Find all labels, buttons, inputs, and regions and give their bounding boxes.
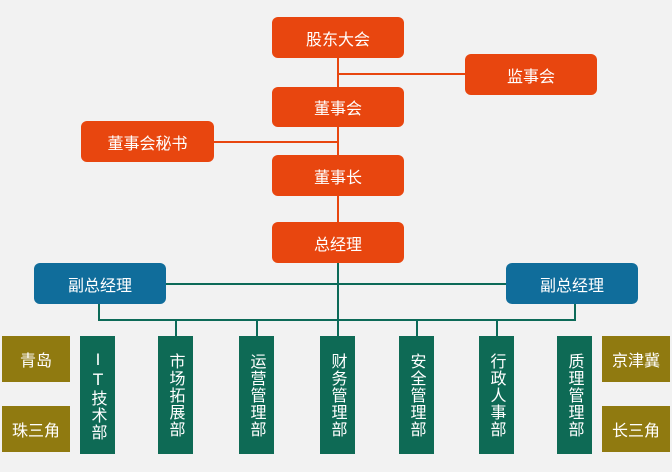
department-quality-label: 质理管理部 [565, 352, 585, 438]
region-yangtze-delta-label: 长三角 [611, 421, 660, 440]
board-box: 董事会 [272, 87, 404, 127]
department-safety: 安全管理部 [399, 336, 434, 454]
chairman-label: 董事长 [313, 167, 362, 187]
vice-president-left-box: 副总经理 [34, 263, 166, 304]
connector-chairman-gm [337, 195, 339, 223]
department-admin-hr: 行政人事部 [479, 336, 514, 454]
connector-supervisors [338, 73, 466, 75]
department-market: 市场拓展部 [158, 336, 193, 454]
connector-shareholders-board [337, 57, 339, 87]
department-it: IT技术部 [80, 336, 115, 454]
region-qingdao: 青岛 [2, 336, 70, 382]
department-operations: 运营管理部 [239, 336, 274, 454]
region-yangtze-delta: 长三角 [602, 406, 670, 452]
connector-gm-down [337, 262, 339, 320]
supervisors-box: 监事会 [465, 54, 597, 95]
department-finance-label: 财务管理部 [328, 352, 348, 438]
connector-dept-6 [496, 320, 498, 337]
vice-president-right-label: 副总经理 [539, 275, 604, 295]
connector-board-chairman [337, 126, 339, 156]
vice-president-left-label: 副总经理 [67, 275, 132, 295]
connector-vp-left-down [98, 303, 100, 320]
department-quality: 质理管理部 [557, 336, 592, 454]
connector-dept-5 [416, 320, 418, 337]
region-qingdao-label: 青岛 [19, 351, 52, 370]
supervisors-label: 监事会 [506, 66, 555, 86]
board-secretary-box: 董事会秘书 [81, 121, 214, 162]
general-manager-box: 总经理 [272, 222, 404, 263]
connector-dept-2 [175, 320, 177, 337]
general-manager-label: 总经理 [313, 234, 362, 254]
department-admin-hr-label: 行政人事部 [487, 352, 507, 438]
department-it-label: IT技术部 [88, 349, 108, 441]
department-finance: 财务管理部 [320, 336, 355, 454]
connector-dept-4 [337, 320, 339, 337]
shareholders-box: 股东大会 [272, 17, 404, 58]
region-jingjinji: 京津冀 [602, 336, 670, 382]
board-label: 董事会 [313, 99, 362, 118]
board-secretary-label: 董事会秘书 [107, 133, 188, 153]
region-jingjinji-label: 京津冀 [611, 351, 660, 370]
connector-secretary [214, 141, 338, 143]
vice-president-right-box: 副总经理 [506, 263, 638, 304]
shareholders-label: 股东大会 [305, 29, 370, 49]
chairman-box: 董事长 [272, 155, 404, 196]
department-operations-label: 运营管理部 [247, 352, 267, 438]
connector-vp-right-down [574, 303, 576, 320]
department-market-label: 市场拓展部 [166, 352, 186, 438]
department-safety-label: 安全管理部 [407, 352, 427, 438]
connector-vp-bar [166, 283, 508, 285]
region-pearl-river-delta-label: 珠三角 [11, 421, 60, 440]
connector-dept-3 [256, 320, 258, 337]
region-pearl-river-delta: 珠三角 [2, 406, 70, 452]
